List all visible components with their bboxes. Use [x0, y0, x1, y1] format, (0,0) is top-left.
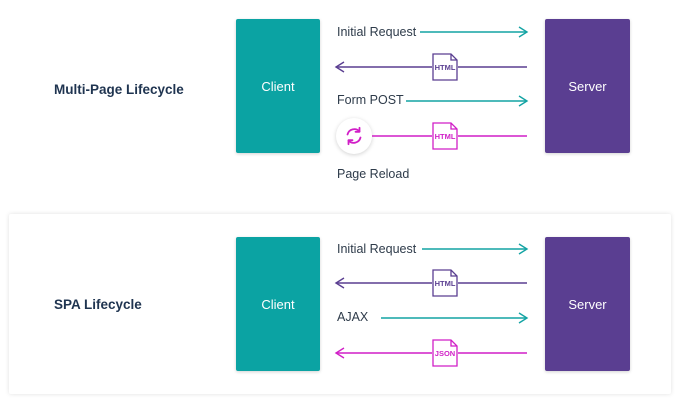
html-document-icon: HTML: [432, 53, 458, 81]
spa-client-box: Client: [236, 237, 320, 371]
refresh-icon: [336, 118, 372, 154]
spa-html-response-arrow: [334, 277, 527, 289]
server-label: Server: [568, 296, 607, 312]
initial-request-arrow: [420, 26, 529, 38]
reload-html-doc-label: HTML: [435, 132, 456, 141]
client-label: Client: [261, 296, 295, 312]
ajax-arrow: [381, 312, 529, 324]
spa-initial-request-label: Initial Request: [337, 242, 417, 256]
initial-request-label: Initial Request: [337, 25, 417, 39]
html-response-arrow: [334, 61, 527, 73]
spa-html-doc-label: HTML: [435, 279, 456, 288]
multi-page-client-box: Client: [236, 19, 320, 153]
page-reload-label: Page Reload: [337, 167, 410, 181]
spa-initial-request-arrow: [422, 243, 529, 255]
json-doc-label: JSON: [435, 349, 455, 358]
reload-html-document-icon: HTML: [432, 122, 458, 150]
html-doc-label: HTML: [435, 63, 456, 72]
form-post-arrow: [406, 95, 529, 107]
multi-page-title: Multi-Page Lifecycle: [54, 82, 184, 97]
spa-arrows: HTML JSON: [334, 243, 529, 367]
multi-page-arrows: HTML HTML: [334, 26, 529, 150]
client-label: Client: [261, 78, 295, 94]
server-label: Server: [568, 78, 607, 94]
spa-html-document-icon: HTML: [432, 269, 458, 297]
spa-lifecycle-panel: SPA Lifecycle Client Server Initial Requ…: [9, 214, 671, 394]
form-post-label: Form POST: [337, 93, 404, 107]
json-response-arrow: [334, 347, 527, 359]
ajax-label: AJAX: [337, 310, 369, 324]
spa-title: SPA Lifecycle: [54, 297, 142, 312]
multi-page-lifecycle-panel: Multi-Page Lifecycle Client Server Initi…: [0, 0, 680, 200]
multi-page-server-box: Server: [545, 19, 630, 153]
spa-server-box: Server: [545, 237, 630, 371]
json-document-icon: JSON: [432, 339, 458, 367]
